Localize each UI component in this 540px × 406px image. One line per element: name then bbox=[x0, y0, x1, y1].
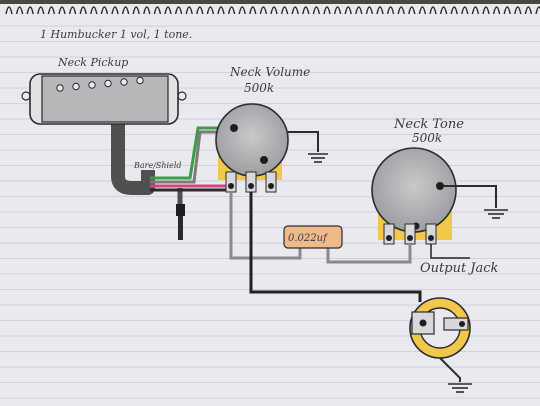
volume-ground-wire bbox=[288, 131, 319, 152]
ground-symbol-volume bbox=[308, 153, 328, 163]
ground-symbol-jack bbox=[448, 383, 472, 393]
spiral-ring bbox=[333, 6, 342, 15]
wire-cap-to-tone bbox=[326, 244, 412, 264]
spiral-ring bbox=[429, 6, 437, 15]
spiral-ring bbox=[143, 6, 151, 15]
spiral-ring bbox=[397, 6, 405, 15]
pickup-label: Neck Pickup bbox=[57, 56, 128, 69]
spiral-ring bbox=[132, 6, 140, 15]
spiral-ring bbox=[79, 6, 87, 15]
wire-volume-to-jack bbox=[249, 192, 422, 302]
tone-ground-wire bbox=[444, 185, 497, 208]
spiral-ring bbox=[439, 6, 448, 15]
spiral-ring bbox=[111, 6, 119, 15]
spiral-ring bbox=[68, 6, 77, 15]
volume-name-label: Neck Volume bbox=[229, 65, 310, 79]
spiral-ring bbox=[249, 6, 257, 15]
spiral-ring bbox=[196, 6, 204, 15]
spiral-ring bbox=[227, 6, 236, 15]
spiral-ring bbox=[323, 6, 331, 15]
spiral-ring bbox=[280, 6, 289, 15]
spiral-ring bbox=[524, 6, 533, 15]
spiral-ring bbox=[47, 6, 56, 15]
spiral-ring bbox=[174, 6, 183, 15]
spiral-ring bbox=[355, 6, 363, 15]
ground-clip bbox=[176, 204, 185, 216]
spiral-ring bbox=[514, 6, 522, 15]
spiral-ring bbox=[365, 6, 374, 15]
ground-symbol-tone bbox=[484, 209, 508, 219]
ground-clip-tip bbox=[178, 216, 183, 240]
spiral-ring bbox=[418, 6, 427, 15]
spiral-binding bbox=[5, 6, 540, 15]
spiral-ring bbox=[291, 6, 299, 15]
jack-label: Output Jack bbox=[420, 261, 499, 276]
spiral-ring bbox=[312, 6, 321, 15]
pole-piece bbox=[104, 79, 112, 88]
tone-name-label: Neck Tone bbox=[393, 117, 464, 132]
spiral-ring bbox=[386, 6, 395, 15]
spiral-ring bbox=[270, 6, 278, 15]
spiral-ring bbox=[90, 6, 98, 15]
spiral-ring bbox=[15, 6, 24, 15]
spiral-ring bbox=[461, 6, 469, 15]
pole-piece bbox=[136, 76, 144, 85]
tone-value-label: 500k bbox=[412, 131, 442, 145]
wire-tone-to-jack-ground bbox=[430, 244, 470, 259]
output-jack bbox=[409, 297, 471, 359]
spiral-ring bbox=[471, 6, 480, 15]
spiral-ring bbox=[482, 6, 490, 15]
jack-ground-wire bbox=[439, 357, 461, 382]
spiral-ring bbox=[206, 6, 215, 15]
spiral-ring bbox=[408, 6, 416, 15]
spiral-ring bbox=[217, 6, 225, 15]
spiral-ring bbox=[153, 6, 162, 15]
spiral-ring bbox=[37, 6, 45, 15]
capacitor bbox=[283, 225, 343, 249]
wire-gray bbox=[150, 130, 232, 184]
spiral-ring bbox=[100, 6, 109, 15]
capacitor-label: 0.022uf bbox=[288, 233, 329, 244]
spiral-ring bbox=[376, 6, 384, 15]
pole-piece bbox=[56, 84, 64, 92]
volume-value-label: 500k bbox=[244, 81, 274, 95]
spiral-ring bbox=[503, 6, 511, 15]
spiral-ring bbox=[238, 6, 246, 15]
spiral-ring bbox=[344, 6, 352, 15]
spiral-ring bbox=[121, 6, 130, 15]
bare-shield-label: Bare/Shield bbox=[133, 161, 182, 170]
spiral-ring bbox=[164, 6, 172, 15]
wire-volume-to-cap bbox=[229, 192, 302, 260]
wire-green bbox=[150, 126, 232, 180]
spiral-ring bbox=[26, 6, 34, 15]
tone-pot bbox=[371, 147, 457, 245]
spiral-ring bbox=[302, 6, 310, 15]
spiral-ring bbox=[492, 6, 501, 15]
neck-pickup bbox=[21, 73, 187, 125]
pole-piece bbox=[72, 82, 80, 91]
spiral-ring bbox=[58, 6, 66, 15]
pole-piece bbox=[120, 78, 128, 86]
shield-ground-wire bbox=[111, 118, 155, 195]
spiral-ring bbox=[450, 6, 458, 15]
spiral-ring bbox=[5, 6, 13, 15]
pole-piece bbox=[88, 81, 96, 89]
spiral-ring bbox=[535, 6, 540, 15]
spiral-ring bbox=[185, 6, 193, 15]
volume-pot bbox=[215, 103, 289, 193]
page-title: 1 Humbucker 1 vol, 1 tone. bbox=[40, 28, 192, 41]
spiral-ring bbox=[259, 6, 268, 15]
